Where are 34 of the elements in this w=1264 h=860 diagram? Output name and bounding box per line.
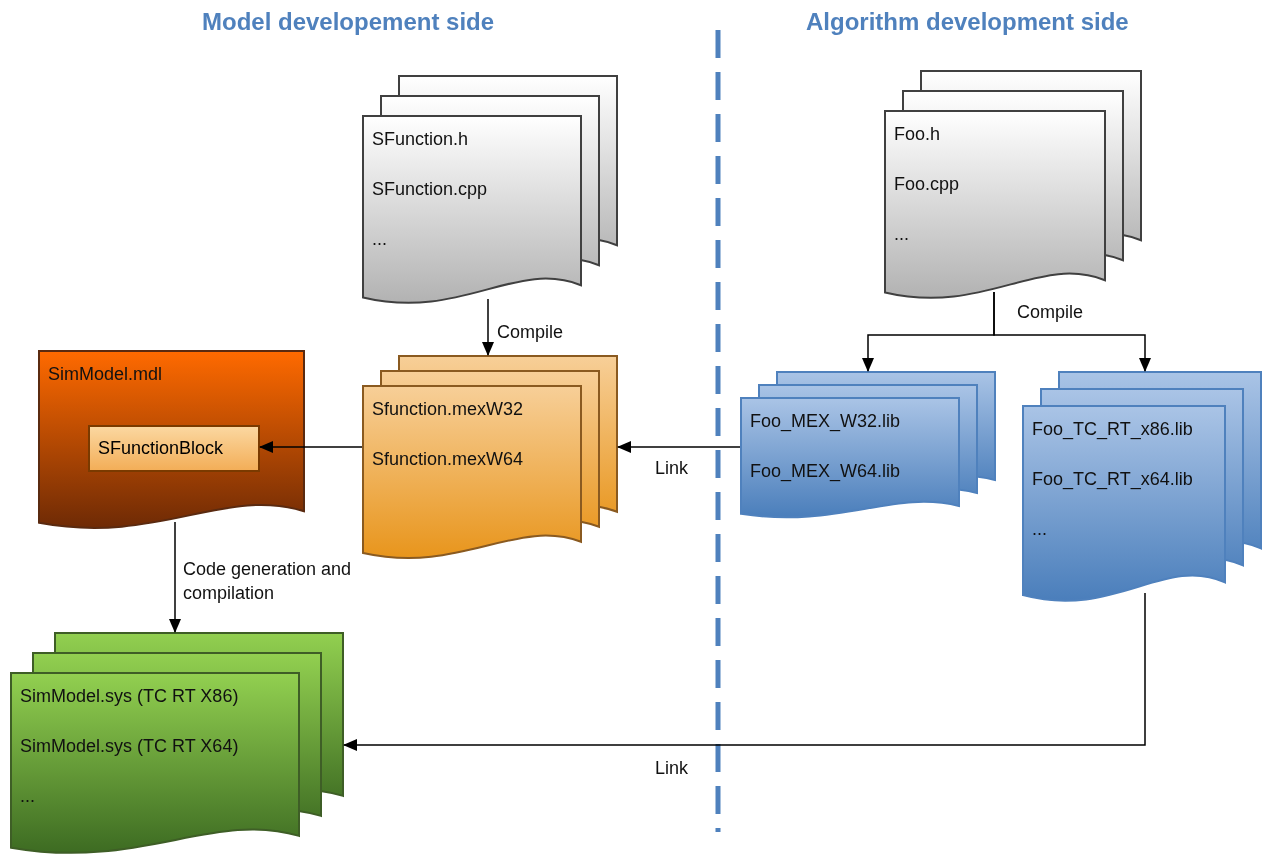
document-stack (10, 632, 344, 855)
file-name: Foo_TC_RT_x86.lib (1032, 418, 1193, 441)
file-name: Foo.cpp (894, 173, 960, 196)
arrow (169, 521, 181, 633)
file-name: SFunction.cpp (372, 178, 488, 201)
block-label: SFunctionBlock (98, 438, 224, 459)
file-name: SimModel.sys (TC RT X86) (20, 685, 239, 708)
arrow (343, 592, 1146, 751)
arrow (259, 441, 363, 453)
file-name: Foo_MEX_W32.lib (750, 410, 901, 433)
section-heading: Model developement side (202, 8, 495, 36)
section-heading: Algorithm development side (806, 8, 1129, 36)
file-name: Sfunction.mexW32 (372, 398, 524, 421)
arrow (617, 441, 741, 453)
document-stack (362, 355, 618, 560)
file-name: Sfunction.mexW64 (372, 448, 524, 471)
file-name: ... (894, 223, 909, 246)
file-name: ... (20, 785, 35, 808)
arrow (993, 291, 1151, 372)
document-stack (1022, 371, 1262, 603)
file-name: Foo_TC_RT_x64.lib (1032, 468, 1193, 491)
document-stack (362, 75, 618, 305)
file-name: SFunction.h (372, 128, 469, 151)
document-stack (740, 371, 996, 519)
arrow (482, 298, 494, 356)
document-stack (884, 70, 1142, 300)
block-box (88, 425, 260, 472)
file-name: ... (372, 228, 387, 251)
file-name: SimModel.sys (TC RT X64) (20, 735, 239, 758)
document-shape (38, 350, 305, 530)
file-name: Foo.h (894, 123, 941, 146)
file-name: Foo_MEX_W64.lib (750, 460, 901, 483)
file-name: ... (1032, 518, 1047, 541)
file-name: SimModel.mdl (48, 363, 163, 386)
